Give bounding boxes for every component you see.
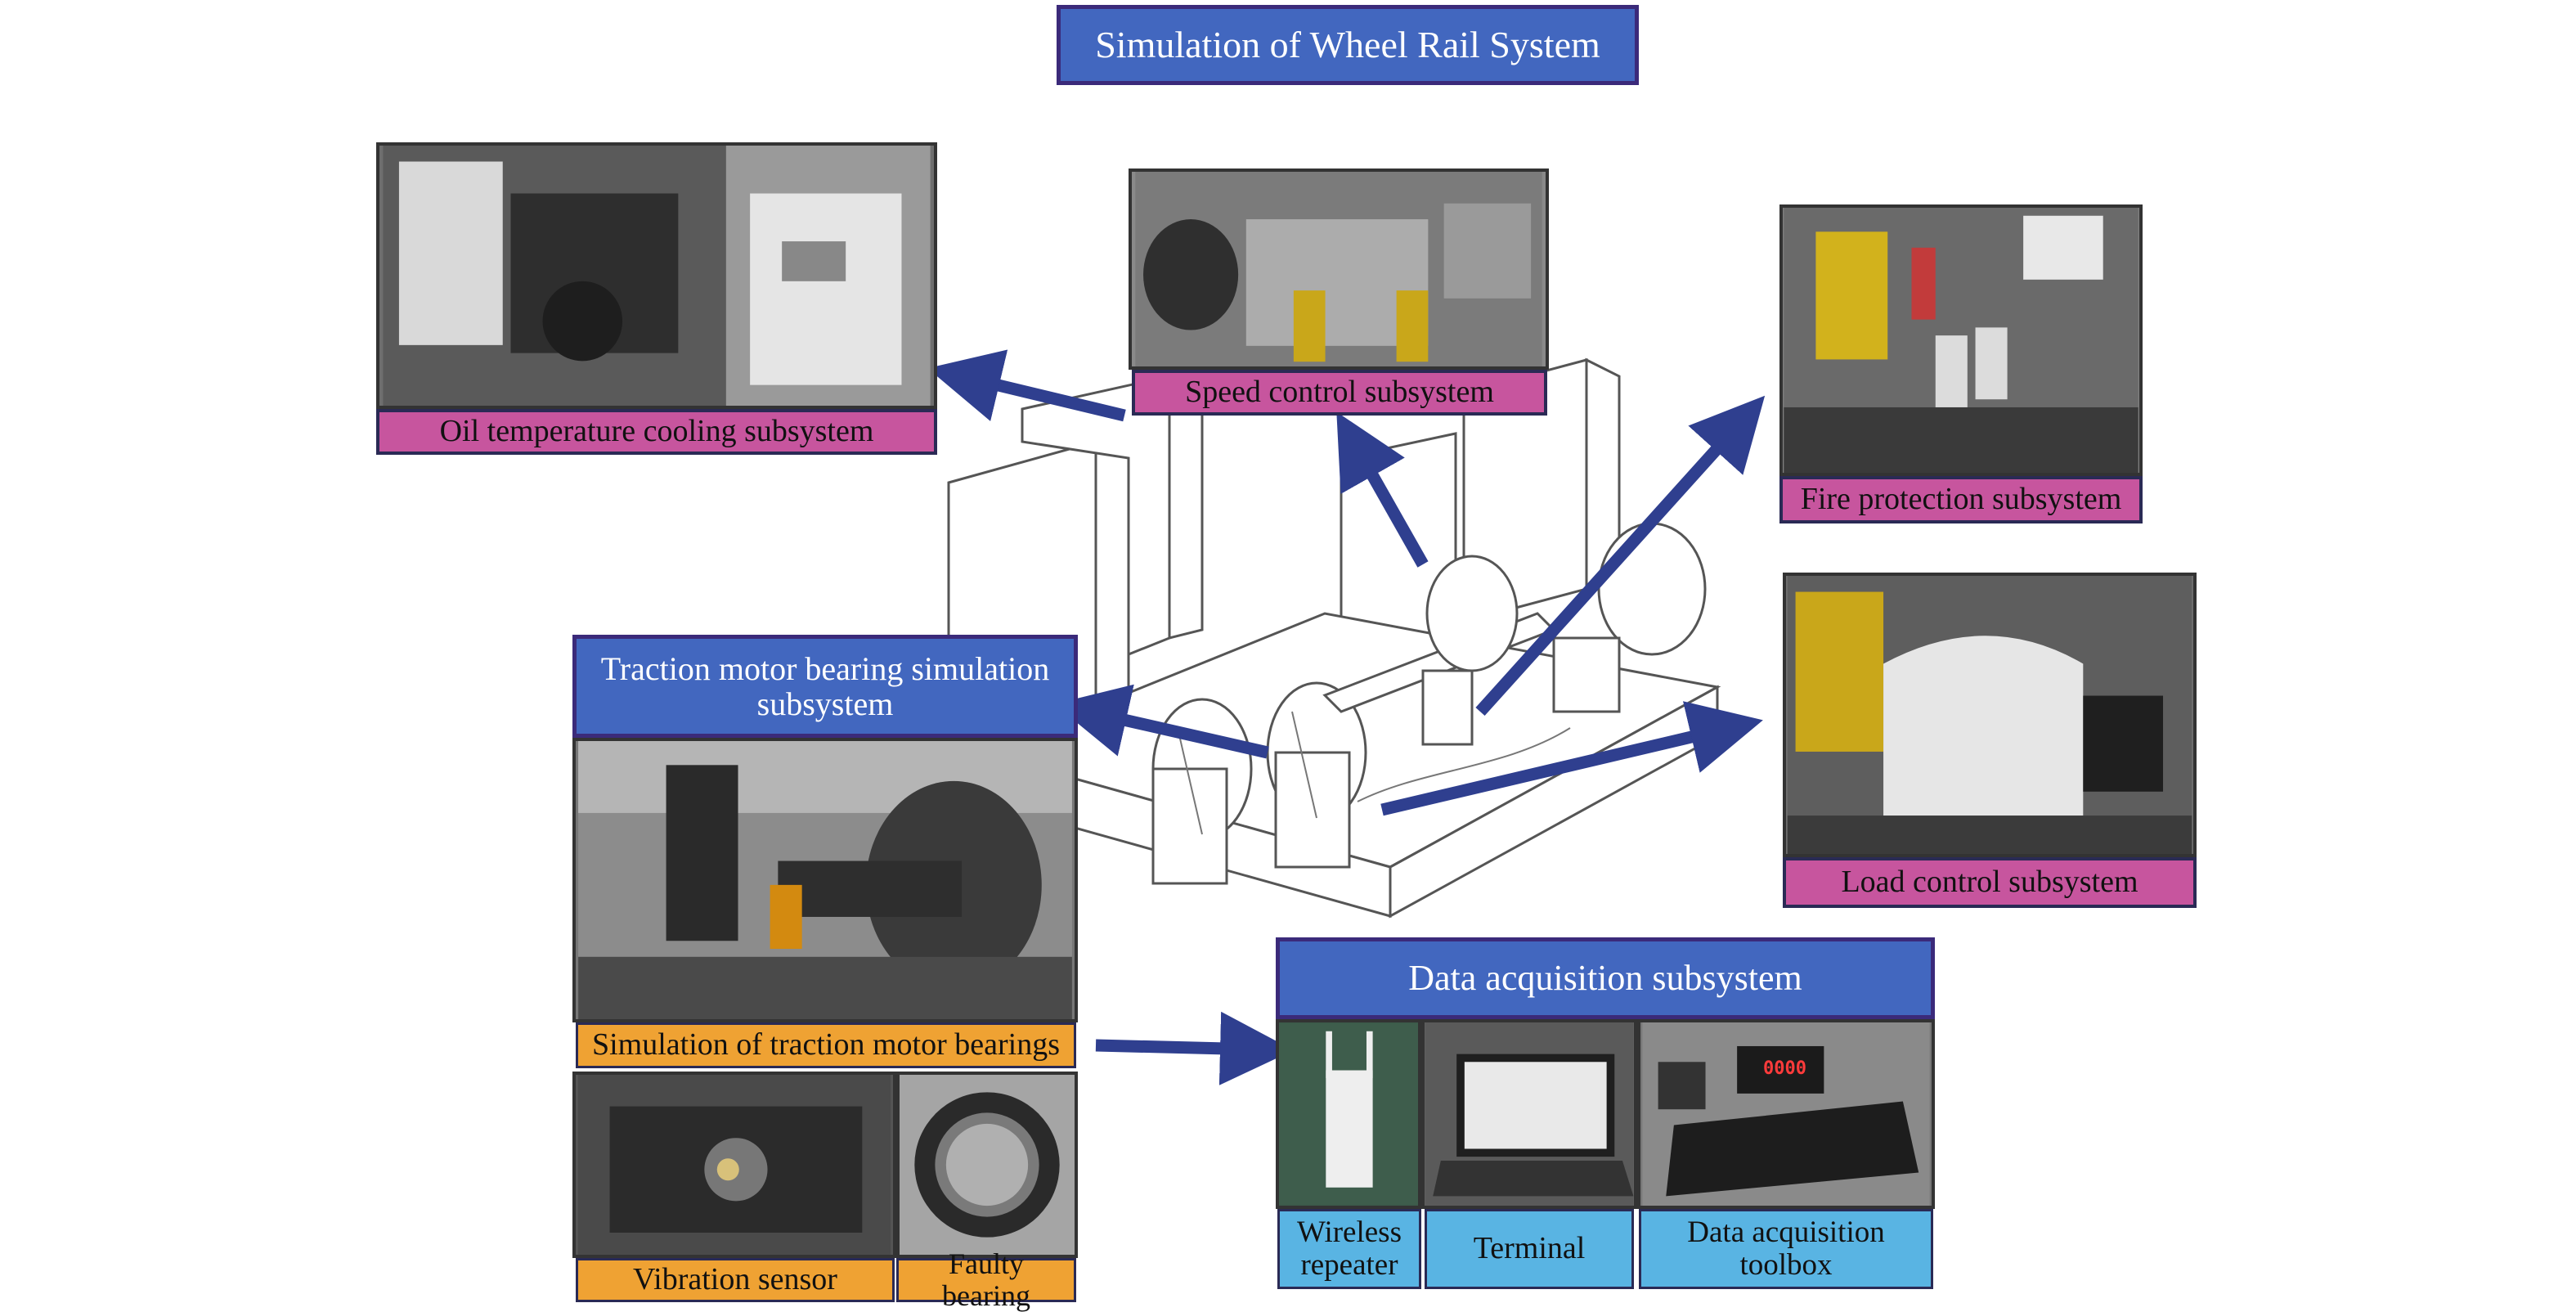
photo-placeholder — [578, 741, 1072, 1019]
vibration-sensor-label: Vibration sensor — [576, 1258, 895, 1302]
faulty-bearing-text: Faulty bearing — [942, 1247, 1030, 1312]
fire-protection-photo — [1779, 204, 2143, 476]
toolbox-display: 0000 — [1763, 1058, 1806, 1079]
terminal-photo — [1421, 1019, 1637, 1209]
faulty-bearing-photo — [896, 1072, 1078, 1258]
photo-placeholder — [1787, 576, 2192, 854]
photo-placeholder — [577, 1075, 891, 1255]
diagram-title-text: Simulation of Wheel Rail System — [1095, 24, 1600, 66]
traction-title-label: Traction motor bearing simulation subsys… — [572, 635, 1078, 738]
photo-placeholder — [1135, 172, 1542, 366]
arrow-icon — [927, 349, 1126, 422]
traction-simulation-label: Simulation of traction motor bearings — [576, 1022, 1076, 1068]
faulty-bearing-label: Faulty bearing — [896, 1248, 1076, 1311]
photo-placeholder — [383, 146, 931, 406]
photo-placeholder — [1642, 1022, 1930, 1206]
terminal-text: Terminal — [1473, 1231, 1586, 1266]
vibration-sensor-text: Vibration sensor — [633, 1262, 837, 1297]
photo-placeholder — [1784, 208, 2138, 473]
load-control-label: Load control subsystem — [1783, 857, 2197, 908]
arrow-icon — [1095, 1011, 1294, 1085]
fire-protection-text: Fire protection subsystem — [1800, 482, 2122, 517]
photo-placeholder — [900, 1075, 1075, 1255]
speed-control-photo — [1129, 168, 1549, 370]
vibration-sensor-photo — [572, 1072, 896, 1258]
load-control-text: Load control subsystem — [1841, 865, 2138, 900]
oil-cooling-label: Oil temperature cooling subsystem — [376, 409, 937, 455]
arrow-icon — [1475, 395, 1766, 717]
traction-simulation-text: Simulation of traction motor bearings — [591, 1027, 1060, 1063]
terminal-label: Terminal — [1425, 1209, 1634, 1289]
oil-cooling-text: Oil temperature cooling subsystem — [439, 414, 874, 449]
speed-control-label: Speed control subsystem — [1132, 370, 1547, 416]
arrow-icon — [1380, 701, 1763, 816]
photo-placeholder — [1279, 1023, 1418, 1205]
diagram-title: Simulation of Wheel Rail System — [1057, 5, 1639, 85]
arrow-icon — [1054, 684, 1269, 759]
traction-title-text: Traction motor bearing simulation subsys… — [600, 649, 1050, 722]
oil-cooling-photo — [376, 142, 937, 409]
traction-simulation-photo — [572, 738, 1078, 1022]
toolbox-label: Data acquisition toolbox — [1639, 1209, 1933, 1289]
data-acquisition-title-label: Data acquisition subsystem — [1276, 937, 1935, 1019]
wireless-repeater-photo — [1276, 1019, 1421, 1209]
photo-placeholder — [1425, 1022, 1634, 1206]
wireless-repeater-text: Wireless repeater — [1297, 1215, 1402, 1282]
load-control-photo — [1783, 573, 2197, 857]
data-acquisition-title-text: Data acquisition subsystem — [1408, 958, 1802, 999]
arrow-icon — [1336, 411, 1429, 568]
fire-protection-label: Fire protection subsystem — [1779, 476, 2143, 523]
toolbox-text: Data acquisition toolbox — [1687, 1215, 1885, 1282]
wireless-repeater-label: Wireless repeater — [1277, 1209, 1421, 1289]
toolbox-photo: 0000 — [1637, 1019, 1935, 1209]
speed-control-text: Speed control subsystem — [1185, 375, 1494, 410]
